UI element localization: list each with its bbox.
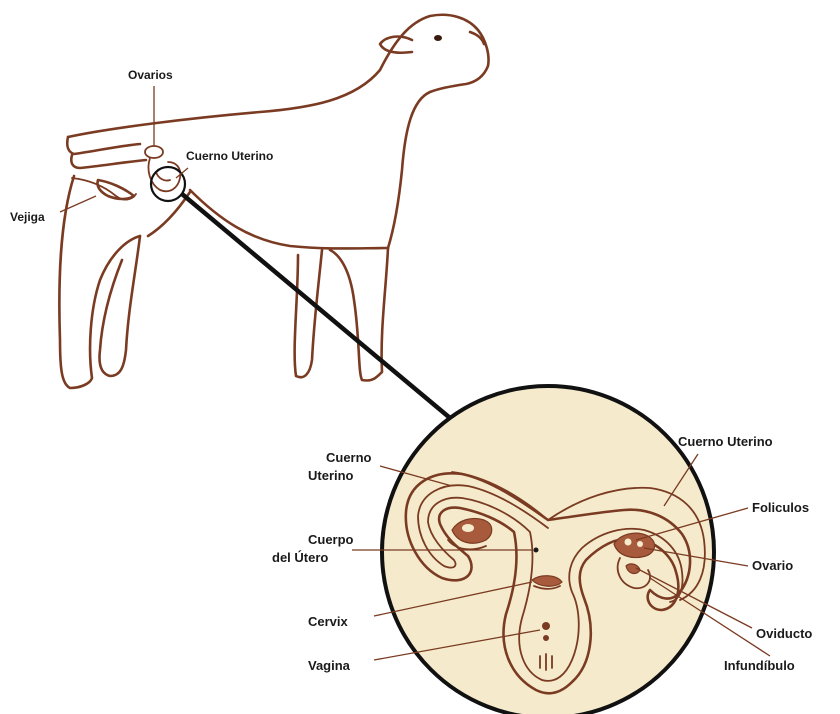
label-cuerpo-utero-1: Cuerpo xyxy=(308,532,354,547)
label-foliculos: Foliculos xyxy=(752,500,809,515)
label-infundibulo: Infundíbulo xyxy=(724,658,795,673)
label-cuerno-uterino-left-2: Uterino xyxy=(308,468,354,483)
zoom-origin-circle xyxy=(151,167,185,201)
lamb-outline xyxy=(59,15,488,388)
zoom-line xyxy=(182,194,462,428)
label-oviducto: Oviducto xyxy=(756,626,812,641)
label-cuerno-uterino-top: Cuerno Uterino xyxy=(186,149,273,163)
zoom-connector xyxy=(151,167,462,428)
label-cervix: Cervix xyxy=(308,614,349,629)
label-vagina: Vagina xyxy=(308,658,351,673)
label-vejiga: Vejiga xyxy=(10,210,45,224)
label-cuerpo-utero-2: del Útero xyxy=(272,550,328,565)
label-ovario: Ovario xyxy=(752,558,793,573)
label-cuerno-uterino-left-1: Cuerno xyxy=(326,450,372,465)
label-ovarios: Ovarios xyxy=(128,68,173,82)
label-cuerno-uterino-right: Cuerno Uterino xyxy=(678,434,773,449)
